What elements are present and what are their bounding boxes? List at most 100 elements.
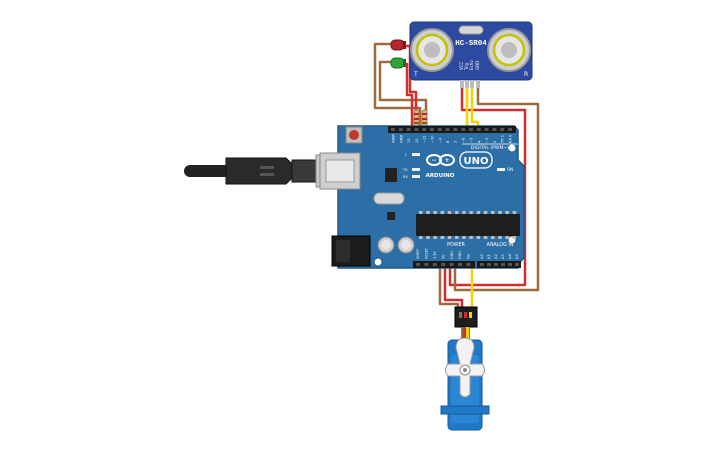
servo-horn-icon[interactable]: [445, 337, 485, 398]
servo-connector[interactable]: [454, 306, 478, 328]
analog-pin-hole[interactable]: [508, 263, 512, 266]
digital-pin-label: ~10: [431, 135, 435, 143]
digital-pin-label: ~3: [485, 138, 489, 143]
svg-text:+: +: [444, 157, 449, 164]
chip-pin: [426, 211, 430, 214]
analog-pin-label: A3: [501, 254, 505, 259]
digital-pin-hole[interactable]: [437, 128, 442, 131]
digital-pin-hole[interactable]: [492, 128, 497, 131]
arduino-logo-icon: − +: [426, 154, 455, 166]
digital-pin-label: 12: [415, 138, 419, 143]
power-pin-label: 5V: [441, 254, 445, 259]
chip-pin: [440, 211, 445, 214]
power-pin-hole[interactable]: [416, 263, 420, 266]
digital-pin-label: ~6: [462, 137, 466, 143]
sensor-pins[interactable]: [460, 80, 480, 88]
digital-pin-hole[interactable]: [461, 128, 466, 131]
digital-pin-label: RX 0: [509, 134, 513, 143]
power-pin-label: 3.3V: [433, 251, 437, 259]
analog-pin-hole[interactable]: [480, 263, 484, 266]
power-pin-hole[interactable]: [466, 263, 471, 266]
power-pin-label: GND: [458, 251, 462, 259]
power-section-label: POWER: [447, 242, 465, 248]
power-pin-hole[interactable]: [449, 263, 454, 266]
capacitor-icon: [397, 236, 415, 254]
green-led[interactable]: [390, 57, 406, 69]
capacitor-icon: [377, 236, 395, 254]
digital-pin-hole[interactable]: [476, 128, 481, 131]
sensor-corner-t: T: [413, 71, 418, 78]
digital-pin-hole[interactable]: [414, 128, 419, 131]
digital-pin-hole[interactable]: [500, 128, 505, 131]
digital-pin-hole[interactable]: [422, 128, 427, 131]
power-pin-label: IOREF: [416, 249, 420, 259]
svg-text:L: L: [405, 153, 407, 157]
analog-pin-hole[interactable]: [501, 263, 505, 266]
power-jack[interactable]: [331, 235, 371, 267]
svg-text:UNO: UNO: [464, 156, 489, 167]
chip-pin: [476, 236, 481, 239]
digital-header[interactable]: [388, 126, 516, 133]
digital-pin-hole[interactable]: [406, 128, 411, 131]
ultrasonic-sensor[interactable]: HC-SR04 T R VCC Trig Echo GND: [409, 21, 533, 88]
reset-button[interactable]: [345, 126, 363, 144]
digital-pin-label: TX 1: [501, 135, 505, 144]
chip-pin: [455, 236, 459, 239]
servo-motor[interactable]: [440, 306, 490, 431]
power-pin-label: RESET: [425, 247, 429, 259]
svg-text:Echo: Echo: [469, 60, 474, 70]
chip-pin: [462, 211, 466, 214]
chip-pin: [491, 236, 495, 239]
chip-pin: [505, 236, 509, 239]
crystal-oscillator: [373, 192, 405, 205]
svg-text:−: −: [431, 157, 436, 164]
mount-hole: [507, 143, 517, 153]
sensor-model-label: HC-SR04: [455, 40, 487, 48]
chip-pin: [483, 236, 488, 239]
power-pin-hole[interactable]: [441, 263, 446, 266]
resistor-2: [421, 109, 428, 129]
regulator-chip: [385, 168, 397, 182]
chip-pin: [469, 236, 473, 239]
chip-pin: [483, 211, 488, 214]
chip-pin: [426, 236, 430, 239]
digital-pin-hole[interactable]: [508, 128, 512, 131]
digital-pin-hole[interactable]: [391, 128, 395, 131]
digital-pin-hole[interactable]: [445, 128, 450, 131]
digital-pin-hole[interactable]: [430, 128, 434, 131]
analog-pin-hole[interactable]: [487, 263, 491, 266]
digital-header-label: DIGITAL (PWM~): [471, 145, 509, 151]
digital-pin-label: 7: [454, 141, 458, 143]
analog-pin-hole[interactable]: [494, 263, 498, 266]
wire-green-led: [378, 60, 428, 128]
small-chip: [387, 212, 395, 220]
red-led[interactable]: [390, 39, 406, 51]
chip-pin: [469, 211, 473, 214]
on-led: ON: [497, 167, 513, 172]
power-pin-label: Vin: [467, 254, 471, 259]
chip-pin: [512, 236, 517, 239]
sensor-crystal: [458, 25, 484, 35]
wire-red-led-b: [404, 44, 418, 128]
digital-pin-hole[interactable]: [469, 128, 473, 131]
svg-text:VCC: VCC: [459, 61, 464, 70]
power-pin-hole[interactable]: [458, 263, 462, 266]
chip-pin: [433, 211, 437, 214]
power-pin-hole[interactable]: [424, 263, 429, 266]
power-pin-hole[interactable]: [432, 263, 437, 266]
wire-sensor-gnd: [453, 82, 540, 292]
analog-pin-hole[interactable]: [515, 263, 519, 266]
digital-pin-hole[interactable]: [484, 128, 489, 131]
digital-pin-hole[interactable]: [453, 128, 458, 131]
uno-badge: UNO: [459, 151, 493, 169]
chip-pin: [505, 211, 509, 214]
chip-pin: [433, 236, 437, 239]
digital-pin-label: 4: [477, 140, 481, 143]
digital-pin-hole[interactable]: [398, 128, 403, 131]
chip-pin: [476, 211, 481, 214]
analog-header[interactable]: [477, 261, 521, 268]
digital-pin-label: 2: [493, 141, 497, 143]
svg-text:Trig: Trig: [464, 62, 469, 71]
